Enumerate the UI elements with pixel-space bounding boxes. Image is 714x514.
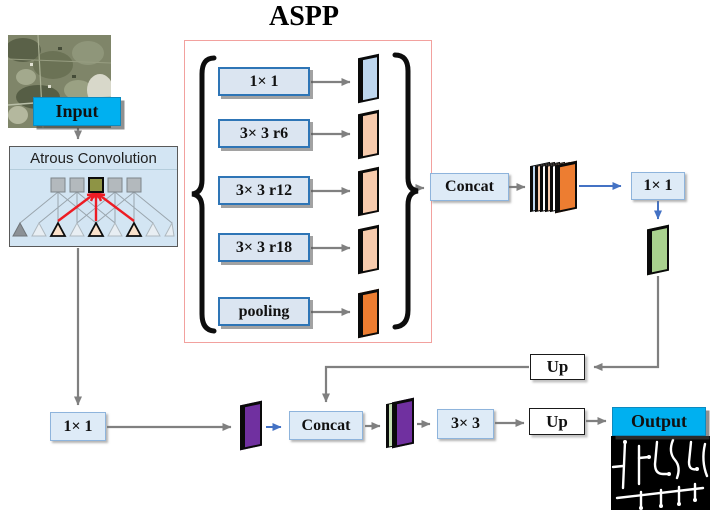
concat1-box: Concat bbox=[430, 173, 509, 201]
branch-label: 3× 3 r6 bbox=[239, 124, 289, 142]
up1-box: Up bbox=[530, 354, 585, 380]
branch-label: pooling bbox=[238, 302, 290, 320]
atrous-node-diagram bbox=[12, 177, 175, 237]
concat2-label: Concat bbox=[301, 416, 351, 434]
input-label: Input bbox=[55, 101, 99, 121]
atrous-convolution-block: Atrous Convolution bbox=[9, 146, 178, 247]
up1-label: Up bbox=[546, 357, 569, 376]
conv1x1-right-box: 1× 1 bbox=[631, 172, 685, 200]
branch-box-3x3-r18: 3× 3 r18 bbox=[218, 233, 310, 262]
highlighted-tap bbox=[87, 221, 105, 237]
stack-layer-orange-front bbox=[555, 160, 577, 214]
arrow-up1-to-concat2 bbox=[322, 365, 529, 403]
output-label: Output bbox=[630, 411, 688, 431]
concat1-label: Concat bbox=[445, 178, 494, 195]
atrous-convolution-label: Atrous Convolution bbox=[10, 147, 177, 170]
conv1x1-left-box: 1× 1 bbox=[50, 412, 106, 441]
concat2-box: Concat bbox=[289, 411, 363, 440]
feature-map-pooling bbox=[358, 288, 379, 339]
branch-label: 1× 1 bbox=[249, 72, 279, 90]
decoder-stack bbox=[386, 397, 420, 452]
output-segmentation-image bbox=[611, 436, 710, 510]
diagram-title: ASPP bbox=[269, 1, 339, 32]
stack-layer-purple-front bbox=[392, 397, 414, 449]
conv3x3-label: 3× 3 bbox=[450, 415, 481, 432]
feature-map-r18 bbox=[358, 224, 379, 275]
road-mask bbox=[611, 436, 710, 510]
output-label-box: Output bbox=[612, 407, 706, 436]
conv3x3-box: 3× 3 bbox=[437, 409, 494, 439]
conv1x1-right-label: 1× 1 bbox=[643, 177, 673, 194]
atrous-red-links bbox=[57, 190, 135, 222]
atrous-output-cells bbox=[50, 177, 142, 193]
highlighted-cell bbox=[88, 177, 104, 193]
red-arrowhead-left bbox=[86, 192, 96, 202]
branch-box-1x1: 1× 1 bbox=[218, 67, 310, 96]
branch-label: 3× 3 r12 bbox=[235, 181, 293, 199]
branch-label: 3× 3 r18 bbox=[235, 238, 293, 256]
branch-box-3x3-r6: 3× 3 r6 bbox=[218, 119, 310, 148]
input-label-box: Input bbox=[33, 97, 121, 126]
arrow-greenmap-to-up1 bbox=[593, 276, 660, 371]
red-arrowhead-right bbox=[96, 192, 106, 202]
highlighted-tap bbox=[49, 221, 67, 237]
concatenated-stack bbox=[530, 160, 580, 216]
conv1x1-left-label: 1× 1 bbox=[63, 417, 93, 435]
feature-map-r6 bbox=[358, 109, 379, 160]
branch-box-3x3-r12: 3× 3 r12 bbox=[218, 176, 310, 205]
atrous-input-taps bbox=[12, 221, 175, 237]
up2-box: Up bbox=[529, 408, 585, 435]
highlighted-tap bbox=[125, 221, 143, 237]
feature-map-green bbox=[647, 224, 669, 276]
up2-label: Up bbox=[546, 411, 568, 431]
feature-map-r12 bbox=[358, 166, 379, 217]
feature-map-purple bbox=[240, 400, 262, 451]
feature-map-1x1 bbox=[358, 53, 379, 104]
branch-box-pooling: pooling bbox=[218, 297, 310, 326]
